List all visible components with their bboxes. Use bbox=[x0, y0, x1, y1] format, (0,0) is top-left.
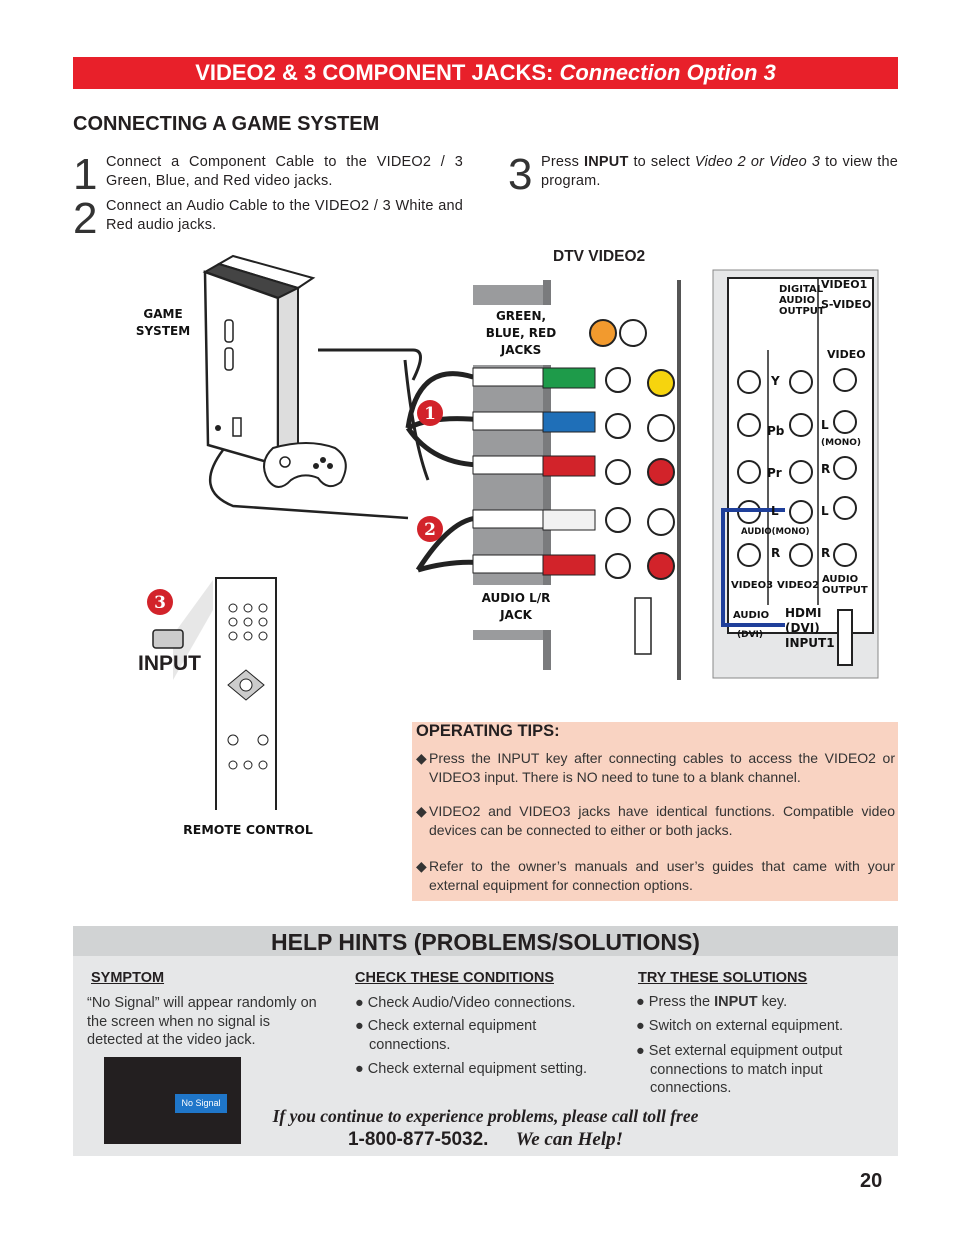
dtv-video2-label: DTV VIDEO2 bbox=[553, 248, 646, 265]
video1-label: VIDEO1 bbox=[821, 278, 868, 291]
callout-3-text: 3 bbox=[154, 593, 166, 613]
tip-3: ◆Refer to the owner’s manuals and user’s… bbox=[416, 858, 895, 893]
audio-mono-label: AUDIO(MONO) bbox=[741, 527, 810, 537]
solution-item: ● Press the INPUT key. bbox=[636, 994, 788, 1010]
dvi-label: (DVI) bbox=[737, 630, 764, 640]
video2-label: VIDEO2 bbox=[777, 580, 820, 591]
blue-component-jack-plug bbox=[472, 411, 675, 442]
help-phone-line: 1-800-877-5032. We can Help! bbox=[73, 1129, 898, 1151]
we-can-help-text: We can Help! bbox=[515, 1129, 624, 1150]
step-3-number: 3 bbox=[508, 150, 533, 199]
red-audio-jack-plug bbox=[472, 552, 675, 580]
green-component-jack-plug bbox=[472, 367, 675, 397]
white-audio-jack-plug bbox=[472, 507, 675, 536]
l-label-output: L bbox=[821, 504, 829, 518]
l-label-video3: L bbox=[771, 504, 779, 518]
connection-diagram: 1 2 3 bbox=[147, 254, 879, 810]
symptom-text: “No Signal” will appear randomly on the … bbox=[87, 995, 317, 1048]
input-label: INPUT bbox=[138, 652, 201, 675]
operating-tips-box bbox=[412, 722, 898, 901]
section-heading: CONNECTING A GAME SYSTEM bbox=[73, 113, 380, 135]
callout-2-badge bbox=[417, 516, 443, 542]
game-console-illustration bbox=[202, 254, 430, 520]
l-label-video1: L bbox=[821, 418, 829, 432]
step-2-text: Connect an Audio Cable to the VIDEO2 / 3… bbox=[106, 198, 463, 233]
no-signal-screen: No Signal bbox=[104, 1057, 241, 1144]
tv-rear-panel bbox=[712, 269, 879, 679]
callout-3-badge bbox=[147, 589, 173, 615]
red-component-jack-plug bbox=[472, 455, 675, 486]
step-2-number: 2 bbox=[73, 194, 98, 243]
audio-label: AUDIO bbox=[733, 610, 770, 621]
hdmi-input1-label: HDMI(DVI)INPUT1 bbox=[785, 606, 835, 650]
phone-number: 1-800-877-5032. bbox=[347, 1129, 489, 1150]
help-footer-text: If you continue to experience problems, … bbox=[272, 1106, 699, 1126]
no-signal-badge: No Signal bbox=[175, 1094, 227, 1113]
condition-item: ● Check external equipment setting. bbox=[355, 1061, 588, 1077]
condition-item: ● Check external equipment connections. bbox=[355, 1018, 537, 1053]
callout-1-badge bbox=[417, 400, 443, 426]
pb-label: Pb bbox=[767, 424, 785, 438]
page-title-bar: VIDEO2 & 3 COMPONENT JACKS: Connection O… bbox=[73, 57, 898, 89]
r-label-output: R bbox=[821, 546, 831, 560]
title-italic: Connection Option 3 bbox=[559, 60, 776, 85]
tip-1: ◆Press the INPUT key after connecting ca… bbox=[416, 750, 895, 785]
page-number: 20 bbox=[860, 1170, 883, 1192]
help-hints-heading: HELP HINTS (PROBLEMS/SOLUTIONS) bbox=[73, 926, 898, 956]
symptom-heading: SYMPTOM bbox=[91, 970, 165, 986]
remote-control-illustration bbox=[152, 577, 277, 810]
step-1-number: 1 bbox=[73, 150, 98, 199]
s-video-label: S-VIDEO bbox=[821, 298, 872, 311]
callout-1-text: 1 bbox=[424, 404, 436, 424]
solutions-heading: TRY THESE SOLUTIONS bbox=[638, 970, 808, 986]
remote-control-label: REMOTE CONTROL bbox=[183, 822, 313, 837]
r-label-video1: R bbox=[821, 462, 831, 476]
video3-label: VIDEO3 bbox=[731, 580, 774, 591]
step-1-text: Connect a Component Cable to the VIDEO2 … bbox=[106, 154, 463, 189]
solution-item: ● Switch on external equipment. bbox=[636, 1018, 844, 1034]
callout-2-text: 2 bbox=[424, 520, 436, 540]
video-label: VIDEO bbox=[827, 348, 866, 361]
mono-label: (MONO) bbox=[821, 438, 862, 448]
tip-2: ◆VIDEO2 and VIDEO3 jacks have identical … bbox=[416, 803, 895, 838]
step-3-text: Press INPUT to select Video 2 or Video 3… bbox=[541, 154, 898, 189]
title-main: VIDEO2 & 3 COMPONENT JACKS: bbox=[195, 60, 554, 85]
operating-tips-title: OPERATING TIPS: bbox=[416, 722, 560, 740]
solution-item: ● Set external equipment output connecti… bbox=[636, 1043, 843, 1096]
r-label-video3: R bbox=[771, 546, 781, 560]
condition-item: ● Check Audio/Video connections. bbox=[355, 995, 576, 1011]
conditions-heading: CHECK THESE CONDITIONS bbox=[355, 970, 554, 986]
y-label: Y bbox=[771, 374, 780, 388]
pr-label: Pr bbox=[767, 466, 782, 480]
